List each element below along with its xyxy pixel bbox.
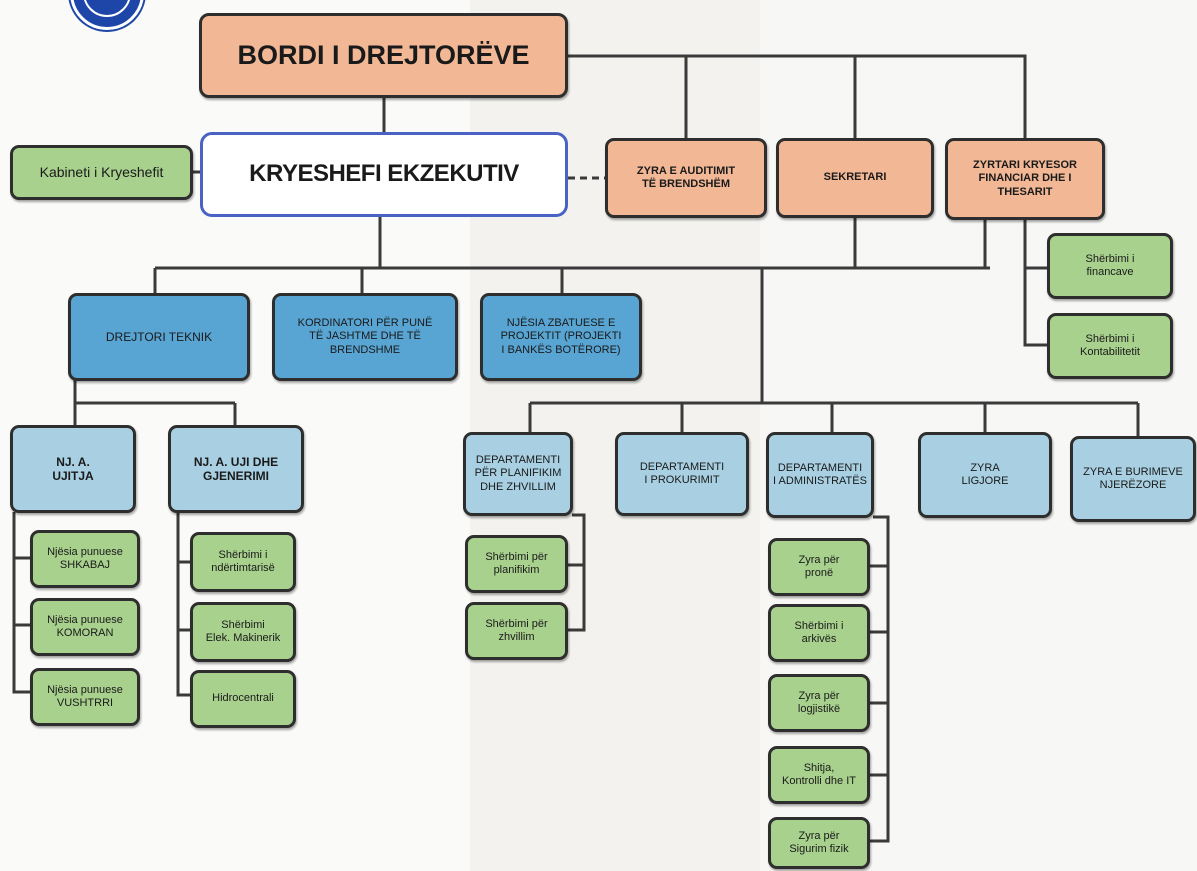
legal-office-box: ZYRA LIGJORE [918, 432, 1052, 518]
work-unit-shkabaj-box: Njësia punuese SHKABAJ [30, 530, 140, 588]
construction-service-box: Shërbimi i ndërtimtarisë [190, 532, 296, 592]
board-of-directors-box: BORDI I DREJTORËVE [199, 13, 568, 98]
elek-machinery-service-box: Shërbimi Elek. Makinerik [190, 602, 296, 662]
secretary-box: SEKRETARI [776, 138, 934, 218]
hydro-plant-box: Hidrocentrali [190, 670, 296, 728]
ceo-cabinet-box: Kabineti i Kryeshefit [10, 145, 193, 200]
procurement-dept-box: DEPARTAMENTI I PROKURIMIT [615, 432, 749, 516]
relations-coordinator-box: KORDINATORI PËR PUNË TË JASHTME DHE TË B… [272, 293, 458, 381]
planning-service-box: Shërbimi për planifikim [465, 535, 568, 593]
technical-director-box: DREJTORI TEKNIK [68, 293, 250, 381]
archive-service-box: Shërbimi i arkivës [768, 604, 870, 662]
sales-control-it-box: Shitja, Kontrolli dhe IT [768, 746, 870, 804]
development-service-box: Shërbimi për zhvillim [465, 602, 568, 660]
work-unit-komoran-box: Njësia punuese KOMORAN [30, 598, 140, 656]
internal-audit-box: ZYRA E AUDITIMIT TË BRENDSHËM [605, 138, 767, 218]
planning-development-dept-box: DEPARTAMENTI PËR PLANIFIKIM DHE ZHVILLIM [463, 432, 573, 516]
logistics-office-box: Zyra për logjistikë [768, 674, 870, 732]
finance-service-box: Shërbimi i financave [1047, 233, 1173, 299]
physical-security-office-box: Zyra për Sigurim fizik [768, 817, 870, 869]
irrigation-unit-box: NJ. A. UJITJA [10, 425, 136, 513]
work-unit-vushtrri-box: Njësia punuese VUSHTRRI [30, 668, 140, 726]
property-office-box: Zyra për pronë [768, 538, 870, 596]
water-generation-unit-box: NJ. A. UJI DHE GJENERIMI [168, 425, 304, 513]
administration-dept-box: DEPARTAMENTI I ADMINISTRATËS [766, 432, 874, 518]
hr-office-box: ZYRA E BURIMEVE NJERËZORE [1070, 436, 1196, 522]
accounting-service-box: Shërbimi i Kontabilitetit [1047, 313, 1173, 379]
project-unit-box: NJËSIA ZBATUESE E PROJEKTIT (PROJEKTI I … [480, 293, 642, 381]
cfo-box: ZYRTARI KRYESOR FINANCIAR DHE I THESARIT [945, 138, 1105, 220]
ceo-box: KRYESHEFI EKZEKUTIV [200, 132, 568, 217]
